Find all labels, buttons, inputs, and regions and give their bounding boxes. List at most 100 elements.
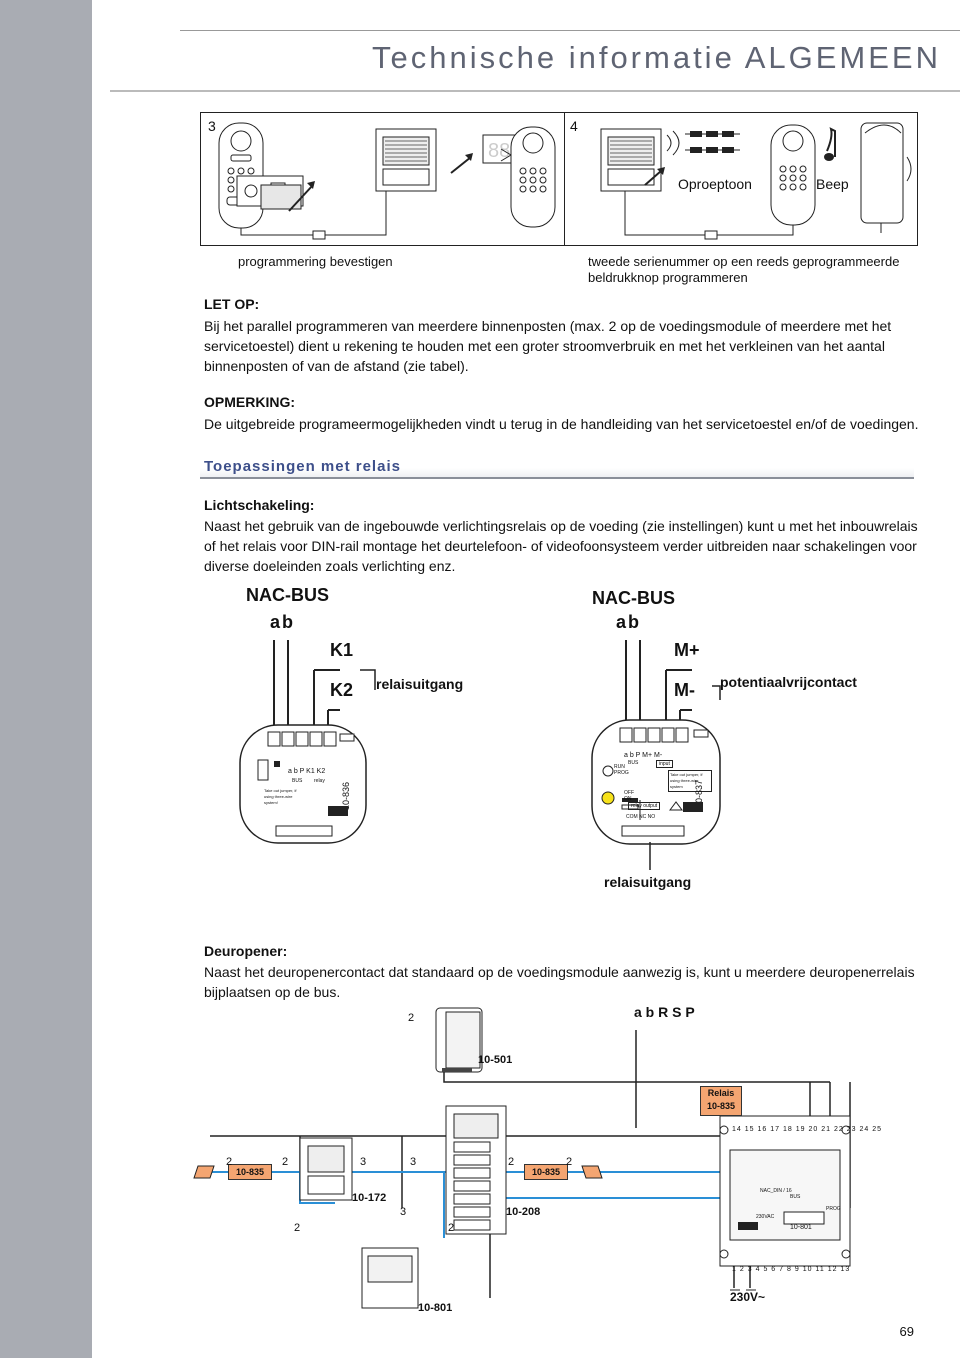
note-text: Bij het parallel programmeren van meerde… bbox=[204, 318, 892, 374]
din-terminal-4: 4 bbox=[755, 1266, 761, 1273]
remark-heading: OPMERKING: bbox=[204, 394, 295, 410]
door-heading: Deuropener: bbox=[204, 943, 288, 959]
left-nac-bus-label: NAC-BUS bbox=[246, 585, 329, 605]
lighting-heading: Lichtschakeling: bbox=[204, 497, 315, 513]
din-terminal-3: 3 bbox=[747, 1266, 753, 1273]
right-relay-diagram bbox=[591, 640, 721, 845]
wire-label-2: 2 bbox=[282, 1156, 289, 1168]
din-terminal-13: 13 bbox=[840, 1266, 851, 1273]
page-title: Technische informatie ALGEMEEN bbox=[372, 40, 941, 75]
wiring-abrsp-label: a b R S P bbox=[634, 1004, 695, 1020]
left-terminal-labels: a b P K1 K2 bbox=[288, 768, 326, 775]
din-terminal-6: 6 bbox=[771, 1266, 777, 1273]
left-output-label: relaisuitgang bbox=[376, 676, 464, 692]
din-terminal-12: 12 bbox=[827, 1266, 838, 1273]
din-terminal-10: 10 bbox=[802, 1266, 813, 1273]
right-input-small: input bbox=[656, 760, 673, 768]
step-4-caption-line-1: tweede serienummer op een reeds geprogra… bbox=[588, 254, 900, 269]
din-terminal-23: 23 bbox=[846, 1126, 857, 1133]
din-terminal-16: 16 bbox=[757, 1126, 768, 1133]
step-3-number: 3 bbox=[208, 118, 216, 134]
din-bus-label: BUS bbox=[790, 1194, 801, 1200]
din-terminal-25: 25 bbox=[872, 1126, 883, 1133]
din-10-801-label: 10-801 bbox=[790, 1224, 812, 1231]
din-terminal-15: 15 bbox=[744, 1126, 755, 1133]
step-4-caption-line-2: beldrukknop programmeren bbox=[588, 270, 748, 285]
din-terminal-7: 7 bbox=[779, 1266, 785, 1273]
right-run-label: RUN bbox=[614, 764, 625, 770]
relais-label: Relais bbox=[707, 1088, 735, 1098]
voltage-label: 230V~ bbox=[730, 1290, 766, 1304]
step-3-caption: programmering bevestigen bbox=[238, 254, 393, 269]
din-terminal-9: 9 bbox=[794, 1266, 800, 1273]
step-3-illustration: 88 bbox=[218, 122, 556, 240]
wire-label-1: 2 bbox=[226, 1156, 233, 1168]
din-prog-label: PROG bbox=[826, 1206, 841, 1212]
right-output-label: potentiaalvrijcontact bbox=[720, 674, 857, 690]
step-4-illustration bbox=[600, 122, 912, 240]
lighting-text: Naast het gebruik van de ingebouwde verl… bbox=[204, 518, 918, 574]
left-bus-small: BUS bbox=[292, 778, 303, 784]
right-mplus-label: M+ bbox=[674, 640, 700, 660]
section-title: Toepassingen met relais bbox=[204, 458, 401, 475]
page-sidebar bbox=[0, 0, 92, 1358]
relay-10-835-right: 10-835 bbox=[524, 1164, 568, 1180]
oproeptoon-label: Oproeptoon bbox=[678, 176, 752, 192]
din-terminal-11: 11 bbox=[815, 1266, 825, 1273]
din-nac-label: NAC_DIN / 16 bbox=[760, 1188, 792, 1194]
page-number: 69 bbox=[899, 1324, 914, 1339]
relais-box: Relais 10-835 bbox=[700, 1086, 742, 1116]
relais-code: 10-835 bbox=[706, 1101, 736, 1111]
wire-label-3: 3 bbox=[360, 1156, 367, 1168]
wire-label-208-left: 3 bbox=[400, 1206, 407, 1218]
din-terminal-20: 20 bbox=[808, 1126, 819, 1133]
din-terminal-18: 18 bbox=[783, 1126, 793, 1133]
code-10-801-label: 10-801 bbox=[418, 1302, 453, 1314]
din-terminal-5: 5 bbox=[763, 1266, 769, 1273]
right-relay-output-label: relay output bbox=[628, 802, 661, 810]
relay-10-835-left: 10-835 bbox=[228, 1164, 272, 1180]
din-terminal-2: 2 bbox=[739, 1266, 745, 1273]
remark-text: De uitgebreide programeermogelijkheden v… bbox=[204, 416, 919, 432]
left-k1-label: K1 bbox=[330, 640, 354, 660]
code-10-501-label: 10-501 bbox=[478, 1054, 513, 1066]
right-output-leader bbox=[649, 842, 651, 870]
din-terminal-19: 19 bbox=[795, 1126, 806, 1133]
din-230vac-label: 230VAC bbox=[756, 1214, 775, 1220]
din-terminal-14: 14 bbox=[732, 1126, 742, 1133]
left-jumper-note: Take out jumper, if using three-wire sys… bbox=[264, 788, 297, 805]
header-top-rule bbox=[180, 30, 960, 31]
svg-text:88: 88 bbox=[488, 140, 510, 162]
din-terminal-22: 22 bbox=[834, 1126, 844, 1133]
wire-label-top: 2 bbox=[408, 1012, 415, 1024]
right-jumper-note: Take out jumper, if using three-wire sys… bbox=[668, 770, 712, 792]
left-k2-label: K2 bbox=[330, 680, 354, 700]
wire-label-6: 2 bbox=[566, 1156, 573, 1168]
left-niko-logo bbox=[328, 806, 348, 816]
wire-label-5: 2 bbox=[508, 1156, 515, 1168]
din-terminal-17: 17 bbox=[770, 1126, 781, 1133]
din-terminals-top: 14 15 16 17 18 19 20 21 22 23 24 25 bbox=[732, 1126, 882, 1133]
wire-label-208-bottom: 2 bbox=[448, 1222, 455, 1234]
right-bus-small: BUS bbox=[628, 760, 639, 766]
din-terminal-21: 21 bbox=[821, 1126, 832, 1133]
din-terminal-8: 8 bbox=[787, 1266, 792, 1273]
beep-label: Beep bbox=[816, 176, 849, 192]
din-niko-logo bbox=[738, 1222, 758, 1230]
left-relay-small: relay bbox=[314, 778, 325, 784]
right-bottom-output-label: relaisuitgang bbox=[604, 874, 692, 890]
right-com-nc-no-label: COM NC NO bbox=[626, 814, 656, 820]
section-header-bar bbox=[200, 455, 914, 479]
wire-label-4: 3 bbox=[410, 1156, 417, 1168]
din-terminal-24: 24 bbox=[859, 1126, 870, 1133]
right-mminus-label: M- bbox=[674, 680, 695, 700]
door-wiring-diagram bbox=[193, 1007, 851, 1309]
left-relay-diagram bbox=[239, 640, 376, 844]
wire-label-172-bottom: 2 bbox=[294, 1222, 301, 1234]
right-prog-label: PROG bbox=[614, 770, 629, 776]
right-on-label: ON bbox=[624, 796, 632, 802]
door-text: Naast het deuropenercontact dat standaar… bbox=[204, 964, 915, 1000]
step-4-number: 4 bbox=[570, 118, 578, 134]
left-ab-label: ab bbox=[270, 612, 296, 632]
code-10-208-label: 10-208 bbox=[506, 1206, 541, 1218]
